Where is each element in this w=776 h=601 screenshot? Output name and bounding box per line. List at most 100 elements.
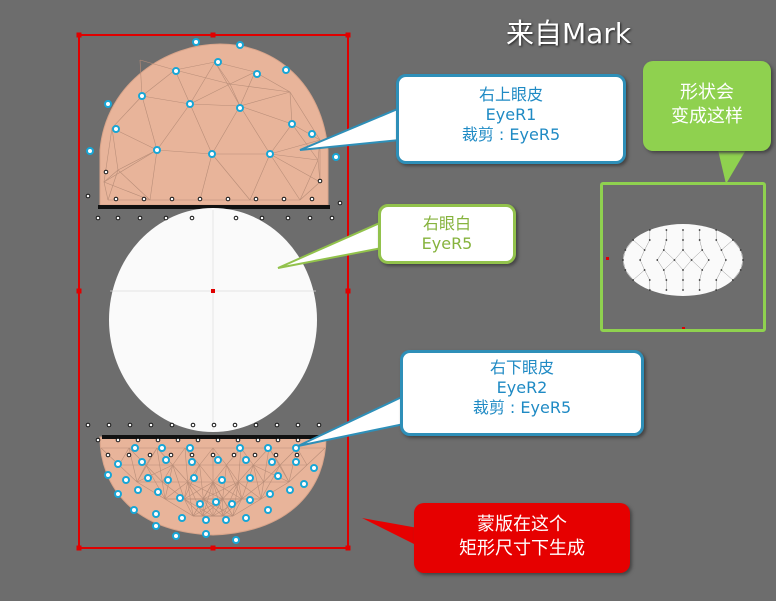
preview-mesh-edge xyxy=(674,249,684,261)
mesh-control-point xyxy=(332,153,340,161)
mesh-vertex-point xyxy=(85,193,91,199)
mesh-vertex-point xyxy=(113,196,119,202)
mesh-vertex-point xyxy=(210,452,216,458)
mesh-edge xyxy=(249,153,271,201)
mesh-control-point xyxy=(253,70,261,78)
preview-vertex xyxy=(698,239,701,241)
mesh-vertex-point xyxy=(253,422,259,428)
mesh-edge xyxy=(199,153,213,201)
mesh-vertex-point xyxy=(231,452,237,458)
preview-vertex xyxy=(624,249,627,251)
mesh-edge xyxy=(229,83,241,107)
mesh-edge xyxy=(174,61,216,71)
mask-note-line2: 矩形尺寸下生成 xyxy=(459,538,585,559)
shape-preview-graphic xyxy=(606,224,744,330)
mesh-control-point xyxy=(232,536,240,544)
mesh-control-point xyxy=(134,486,142,494)
preview-mesh-edge xyxy=(663,239,667,251)
mask-rectangle-handles xyxy=(76,32,351,551)
preview-vertex xyxy=(673,259,676,261)
mesh-control-point xyxy=(208,150,216,158)
preview-vertex xyxy=(622,259,624,261)
preview-mesh-edge xyxy=(699,269,703,281)
mesh-vertex-point xyxy=(317,178,323,184)
mask-handle xyxy=(210,545,216,551)
preview-mesh-edge xyxy=(732,269,741,281)
mesh-control-point xyxy=(308,130,316,138)
mesh-control-point xyxy=(242,514,250,522)
mesh-control-point xyxy=(292,444,300,452)
mesh-control-point xyxy=(264,506,272,514)
mesh-vertex-point xyxy=(163,215,169,221)
mesh-edge xyxy=(211,105,241,155)
mesh-vertex-point xyxy=(155,437,161,443)
mesh-control-point xyxy=(288,120,296,128)
mesh-vertex-point xyxy=(148,422,154,428)
preview-vertex xyxy=(682,249,684,251)
mesh-edge xyxy=(199,464,214,483)
preview-mesh-edge xyxy=(644,239,650,251)
mesh-control-point xyxy=(196,500,204,508)
mesh-edge xyxy=(141,95,191,105)
mesh-edge xyxy=(306,447,326,466)
upper-lid-callout-layer: EyeR1 xyxy=(485,105,537,124)
preview-vertex xyxy=(739,269,742,271)
mesh-edge xyxy=(317,159,321,183)
mesh-control-point xyxy=(188,458,196,466)
mesh-edge xyxy=(226,464,239,483)
preview-vertex xyxy=(720,269,723,271)
mesh-edge xyxy=(211,153,251,201)
preview-vertex xyxy=(739,249,742,251)
mesh-control-point xyxy=(162,456,170,464)
mesh-control-point xyxy=(86,147,94,155)
preview-mesh-edge xyxy=(657,249,664,261)
preview-vertex xyxy=(662,269,665,271)
mesh-edge xyxy=(254,71,291,93)
mesh-control-point xyxy=(202,530,210,538)
mesh-edge xyxy=(238,481,262,500)
mesh-vertex-point xyxy=(169,196,175,202)
preview-vertex xyxy=(724,259,727,261)
mesh-control-point xyxy=(236,41,244,49)
mesh-edge xyxy=(189,103,213,155)
preview-vertex xyxy=(720,249,723,251)
preview-vertex xyxy=(698,229,701,231)
preview-vertex xyxy=(690,259,693,261)
mesh-edge xyxy=(260,481,264,500)
mesh-edge xyxy=(184,481,214,500)
mask-note-pointer xyxy=(362,518,418,546)
preview-mesh-edge xyxy=(740,259,744,271)
preview-mesh-edge xyxy=(699,239,703,251)
mesh-edge xyxy=(103,181,151,201)
mesh-control-point xyxy=(222,516,230,524)
mesh-control-point xyxy=(246,496,254,504)
mesh-vertex-point xyxy=(95,215,101,221)
mesh-edge xyxy=(253,464,264,483)
upper-eyelid-mesh xyxy=(103,59,321,201)
preview-mesh-edge xyxy=(663,269,667,281)
preview-vertex xyxy=(731,279,734,281)
mesh-control-point xyxy=(152,522,160,530)
page-title: 来自Mark xyxy=(506,17,632,50)
mesh-vertex-point xyxy=(190,422,196,428)
mesh-edge xyxy=(187,481,223,500)
mesh-edge xyxy=(279,464,290,483)
mesh-control-point xyxy=(292,458,300,466)
mesh-edge xyxy=(203,481,239,500)
mesh-vertex-point xyxy=(168,452,174,458)
mesh-edge xyxy=(260,481,290,500)
mesh-vertex-point xyxy=(225,196,231,202)
eye-white-callout-title: 右眼白 xyxy=(422,214,471,233)
mesh-edge xyxy=(203,498,234,517)
mesh-edge xyxy=(189,61,216,105)
mesh-control-point xyxy=(192,38,200,46)
mesh-edge xyxy=(239,105,293,125)
shape-note-line1: 形状会 xyxy=(680,82,734,103)
preview-mesh-edge xyxy=(639,249,645,261)
mesh-control-point xyxy=(242,456,250,464)
mesh-vertex-point xyxy=(126,452,132,458)
mesh-edge xyxy=(239,105,271,155)
mesh-edge xyxy=(291,123,321,141)
mesh-edge xyxy=(199,447,214,466)
mesh-vertex-point xyxy=(105,452,111,458)
